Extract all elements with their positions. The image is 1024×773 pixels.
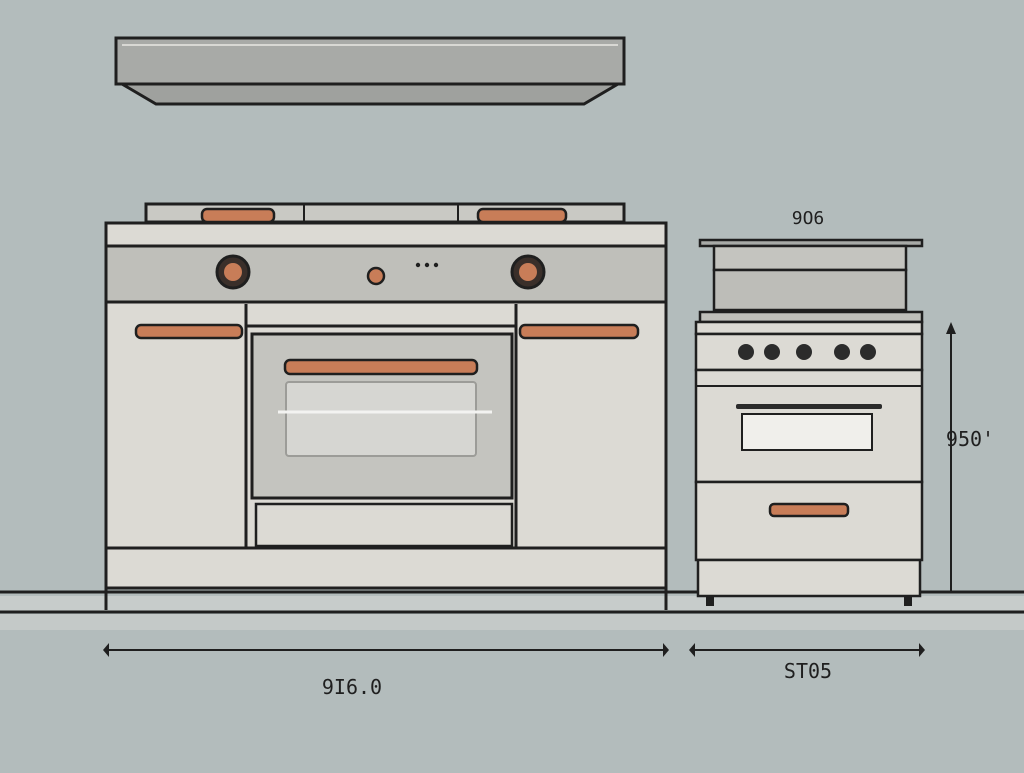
small-knob-3 — [796, 344, 812, 360]
small-oven — [694, 368, 924, 484]
small-knob-4 — [834, 344, 850, 360]
indicator-light — [366, 266, 386, 286]
small-knob-5 — [860, 344, 876, 360]
height-label: 950' — [946, 427, 994, 451]
left-handle — [134, 323, 244, 340]
large-range — [104, 202, 668, 610]
dimension-lines — [103, 322, 956, 657]
small-width-label: ST05 — [784, 659, 832, 683]
oven-window — [285, 381, 477, 457]
cooktop-grates — [144, 202, 626, 224]
floor — [0, 590, 1024, 630]
burner-right — [476, 207, 568, 224]
large-width-label: 9I6.0 — [322, 675, 382, 699]
right-cabinet — [514, 304, 640, 548]
small-drawer-handle — [768, 502, 850, 518]
burner-left — [200, 207, 276, 224]
small-backguard — [698, 238, 924, 312]
small-knob-1 — [738, 344, 754, 360]
small-knob-2 — [764, 344, 780, 360]
right-handle — [518, 323, 640, 340]
warming-drawer — [254, 502, 514, 548]
small-oven-window — [741, 413, 873, 451]
range-hood — [114, 36, 626, 106]
small-drawer — [694, 480, 924, 562]
small-range — [694, 238, 924, 606]
small-control-panel — [694, 332, 924, 372]
left-cabinet — [108, 304, 248, 548]
small-depth-label: 9O6 — [792, 208, 825, 229]
control-panel — [104, 244, 668, 304]
small-oven-handle — [736, 404, 882, 409]
oven-door — [246, 324, 516, 548]
oven-handle — [283, 358, 479, 376]
